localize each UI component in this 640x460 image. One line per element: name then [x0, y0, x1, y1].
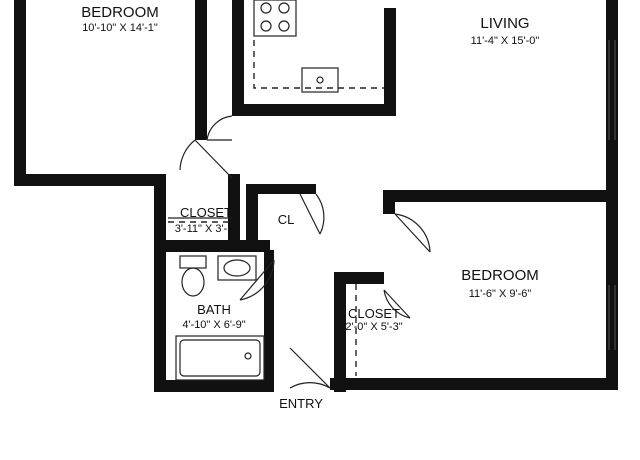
wall-kitchen-bottom: [232, 104, 396, 116]
door-closet-2: [383, 289, 411, 319]
entry-label: ENTRY: [279, 396, 323, 411]
bedroom-1-dims: 10'-10" X 14'-1": [82, 22, 158, 34]
wall-cl-left: [246, 184, 258, 244]
wall-cl-top: [246, 184, 316, 194]
kitchen-counter: [253, 40, 384, 89]
closet-2-dims: 2'-0" X 5'-3": [345, 321, 402, 333]
closet-2-label: CLOSET: [348, 306, 400, 321]
bath-label: BATH: [197, 302, 231, 317]
door-bath: [239, 259, 275, 301]
door-kitchen: [206, 115, 233, 141]
windows: [608, 40, 616, 350]
closet-1-label: CLOSET: [180, 205, 232, 220]
bedroom-2-label: BEDROOM: [461, 267, 539, 284]
wall-closet-right: [228, 174, 240, 240]
closet-1-dims: 3'-11" X 3'-1": [175, 223, 238, 235]
bedroom-1-label: BEDROOM: [81, 4, 159, 21]
wall-bedroom-bottom: [14, 174, 166, 186]
wall-bedroom2-top: [383, 190, 618, 202]
wall-closet2-left: [334, 272, 346, 392]
bath-dims: 4'-10" X 6'-9": [182, 319, 245, 331]
door-bedroom-2: [394, 213, 431, 253]
bathtub: [175, 335, 265, 381]
living-label: LIVING: [480, 15, 529, 32]
toilet: [179, 255, 207, 297]
door-entry: [289, 347, 331, 389]
bath-sink: [217, 255, 257, 281]
doors: [179, 115, 431, 389]
wall-kitchen-left: [232, 0, 244, 116]
wall-bottom: [330, 378, 618, 390]
door-bedroom-1: [179, 139, 233, 179]
living-dims: 11'-4" X 15'-0": [471, 35, 540, 47]
wall-closet2-top: [334, 272, 384, 284]
walls: [14, 0, 618, 392]
wall-bedroom-left: [14, 0, 26, 186]
wall-bath-left: [154, 174, 166, 392]
stove-outline: [253, 0, 297, 37]
wall-bedroom2-stub: [383, 190, 395, 214]
wall-bedroom-right: [195, 0, 207, 140]
cl-label: CL: [278, 212, 295, 227]
wall-bath-right: [264, 250, 274, 392]
wall-kitchen-right: [384, 8, 396, 116]
wall-bath-top: [154, 240, 270, 252]
kitchen-sink: [301, 67, 339, 93]
stove: [253, 0, 297, 37]
bedroom-2-dims: 11'-6" X 9'-6": [469, 288, 532, 300]
door-cl: [299, 193, 325, 235]
wall-bath-bottom: [154, 380, 274, 392]
